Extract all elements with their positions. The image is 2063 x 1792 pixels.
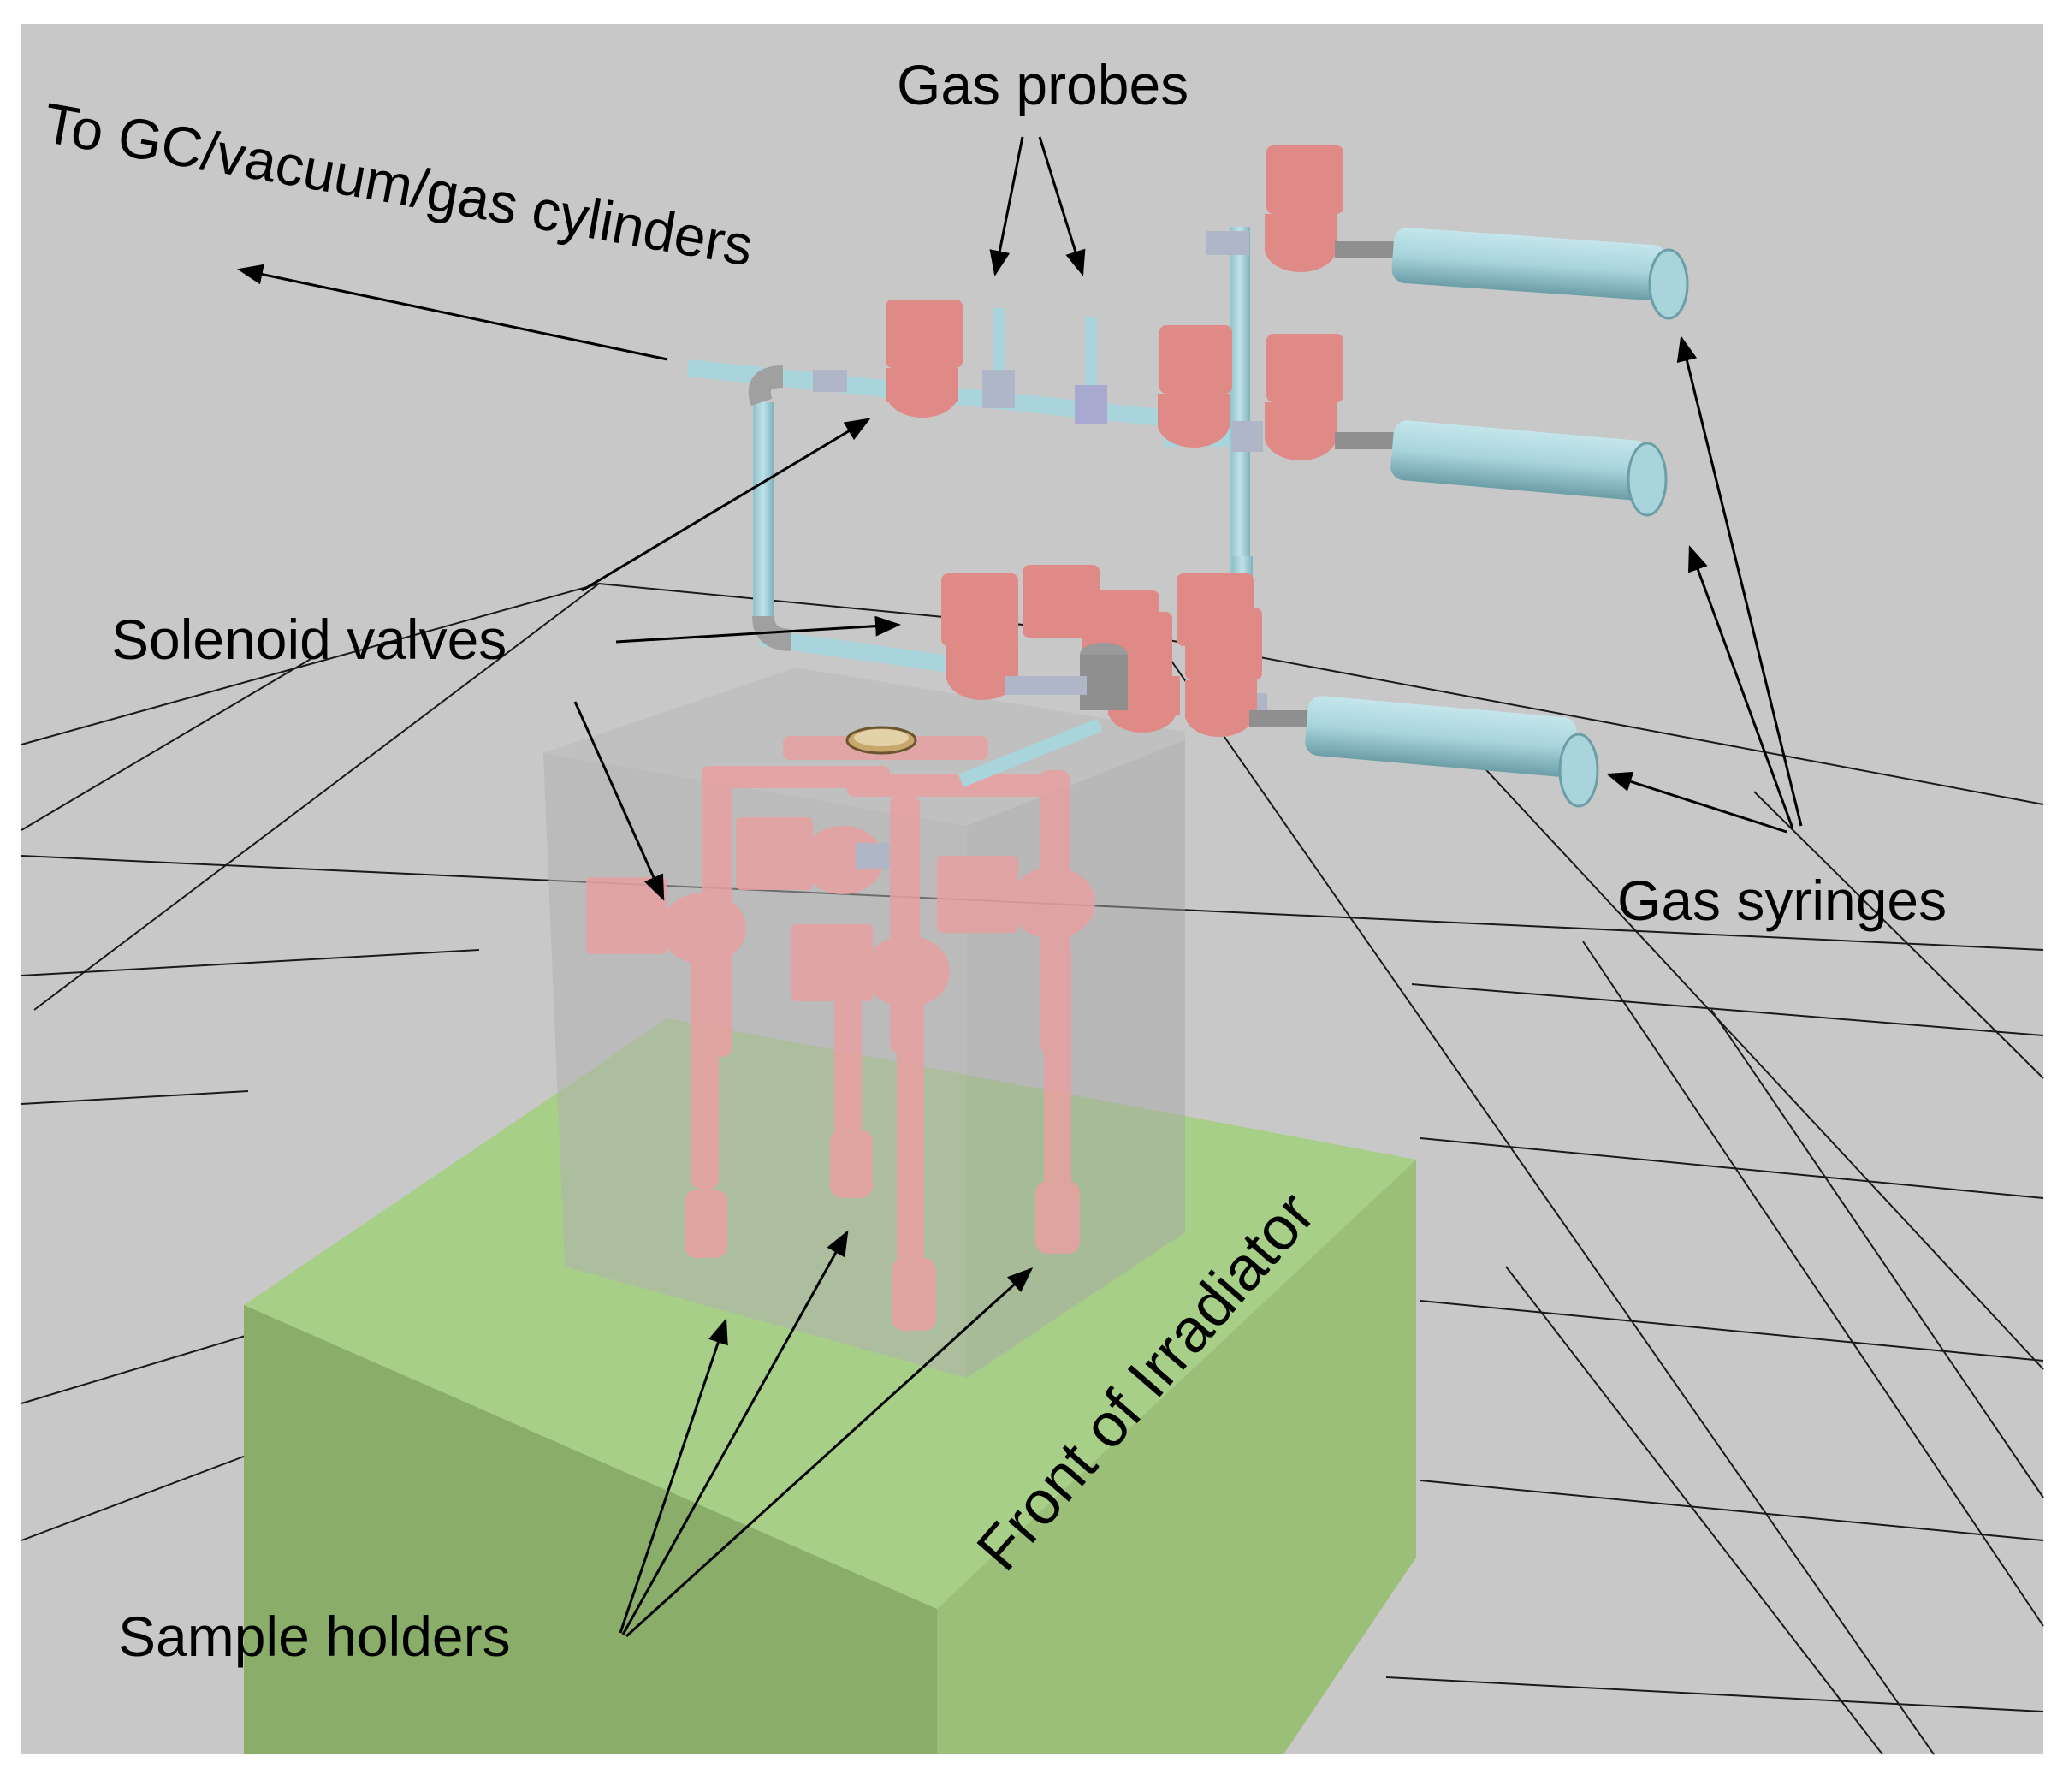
solenoid-valve-group xyxy=(886,145,1343,737)
bottom-pipe xyxy=(759,629,961,674)
arrow-to-gc xyxy=(237,264,668,361)
gas-syringe xyxy=(1391,228,1668,301)
sample-holder xyxy=(834,967,862,1138)
sample-holder xyxy=(691,907,719,1190)
gas-syringe xyxy=(1305,696,1577,777)
solenoid-valve xyxy=(1185,608,1262,680)
sample-holders-assembly xyxy=(586,736,1095,1331)
gas-probe xyxy=(1085,317,1097,385)
solenoid-valve xyxy=(1159,325,1232,394)
sample-holder xyxy=(1044,941,1071,1190)
arrow-solenoid-lower xyxy=(573,701,665,901)
arrow-syringe-lower xyxy=(1606,771,1787,834)
label-gas-probes: Gas probes xyxy=(897,53,1189,116)
arrow-holder-left xyxy=(619,1318,728,1634)
irradiator-front xyxy=(244,1305,937,1754)
gas-probes xyxy=(982,308,1107,424)
solenoid-valve xyxy=(1023,565,1100,638)
solenoid-valve xyxy=(1266,145,1343,214)
arrow-holder-middle xyxy=(621,1230,849,1635)
arrow-solenoid-middle xyxy=(615,615,901,644)
solenoid-valve xyxy=(886,300,963,368)
sample-holder xyxy=(897,993,924,1275)
annotation-arrows xyxy=(237,136,1803,1638)
label-gas-syringes: Gas syringes xyxy=(1617,869,1947,932)
gas-probe xyxy=(993,308,1005,372)
arrow-gas-probe-right xyxy=(1038,136,1086,276)
arrow-gas-probe-left xyxy=(989,136,1024,276)
gas-syringe xyxy=(1390,420,1650,501)
gold-ring xyxy=(845,726,917,755)
gas-syringes xyxy=(1249,228,1689,808)
solenoid-valve xyxy=(1266,334,1343,402)
left-vertical-pipe xyxy=(753,402,774,629)
arrow-syringe-top xyxy=(1676,335,1803,827)
solenoid-valve xyxy=(941,573,1018,646)
arrow-solenoid-top xyxy=(581,418,871,592)
floor-grid xyxy=(21,582,2044,1755)
arrow-syringe-middle xyxy=(1688,545,1794,829)
arrow-holder-right xyxy=(625,1267,1034,1638)
irradiator-side xyxy=(937,1160,1416,1754)
label-sample-holders: Sample holders xyxy=(118,1605,511,1668)
right-vertical-pipe xyxy=(1230,227,1250,590)
label-solenoid-valves: Solenoid valves xyxy=(111,608,507,671)
